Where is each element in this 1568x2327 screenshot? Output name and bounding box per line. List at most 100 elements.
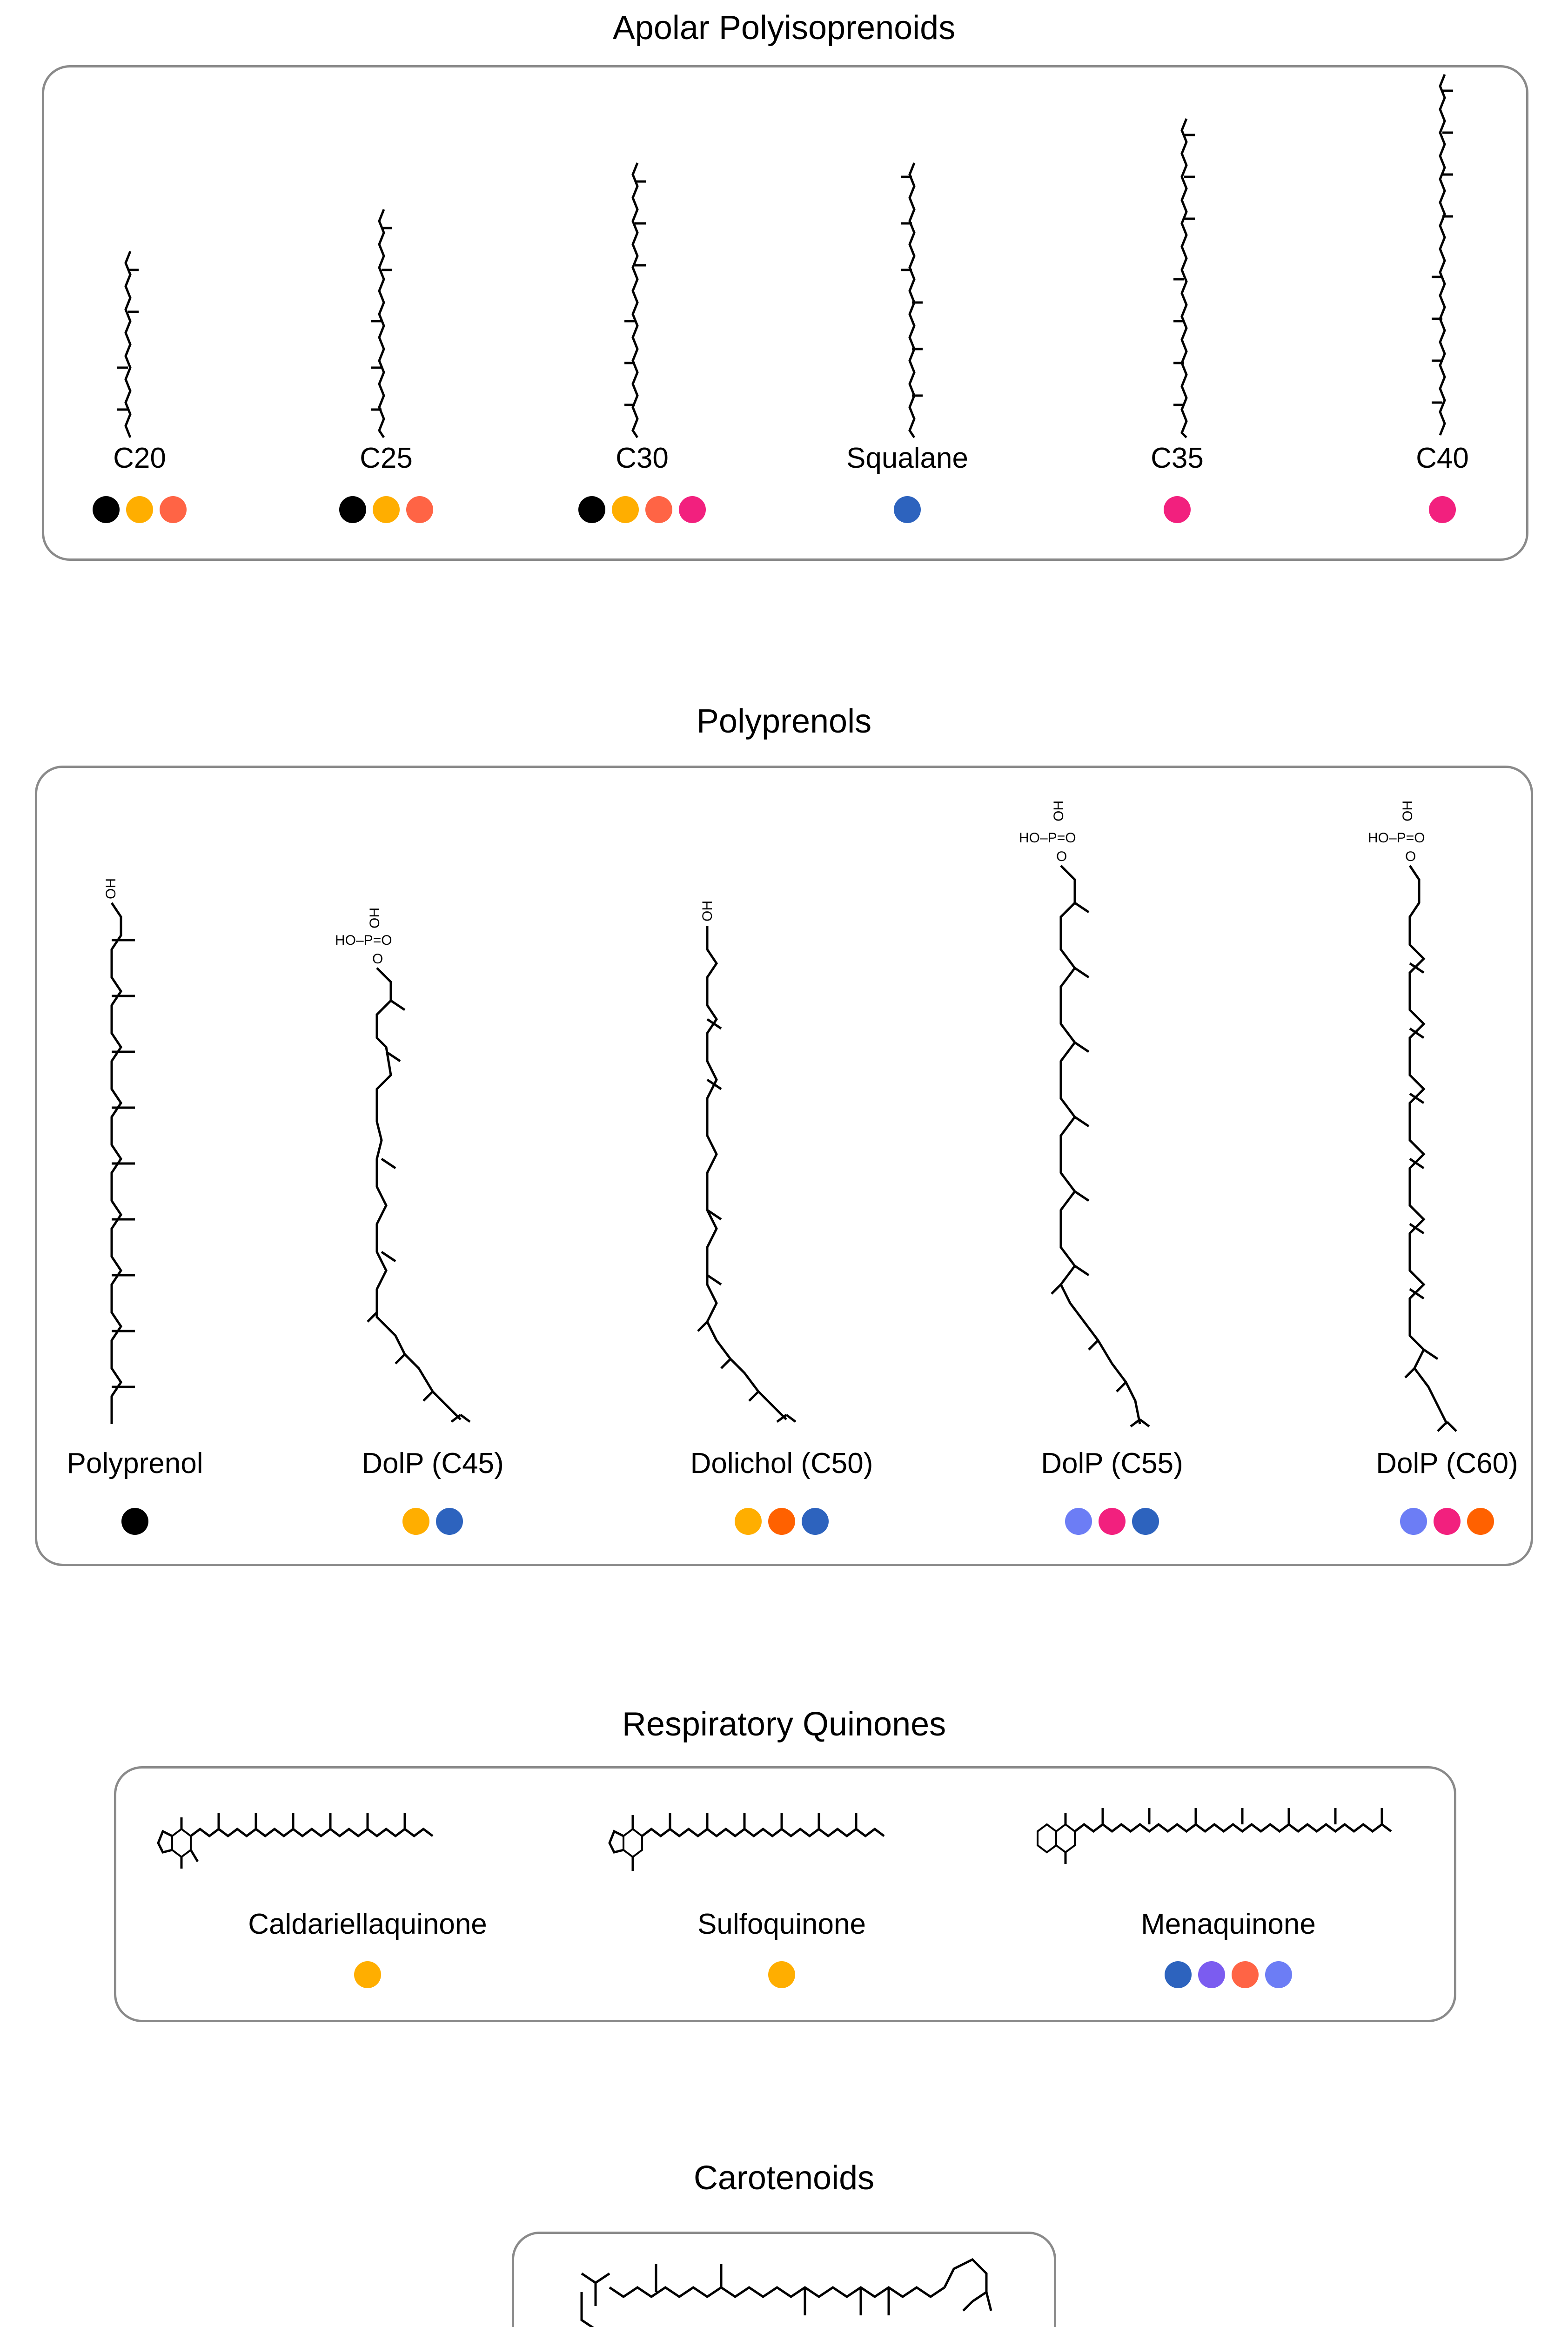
structure-polyprenol: OH bbox=[103, 878, 135, 1424]
svg-text:HO–P=O: HO–P=O bbox=[1019, 830, 1076, 846]
item-c40: C40 bbox=[1373, 442, 1512, 523]
structure-c40 bbox=[1432, 74, 1453, 436]
structure-c30 bbox=[624, 162, 646, 438]
item-label: DolP (C45) bbox=[362, 1447, 504, 1480]
item-label: DolP (C55) bbox=[1041, 1447, 1183, 1480]
structure-c35 bbox=[1173, 118, 1195, 438]
structure-sulfoquinone bbox=[608, 1813, 885, 1871]
dot-thermococcales bbox=[679, 496, 706, 523]
structure-c20 bbox=[117, 251, 139, 438]
order-dots bbox=[572, 496, 712, 523]
dot-thermoplasmalates bbox=[1232, 1961, 1259, 1988]
section-title-polyprenols: Polyprenols bbox=[696, 703, 872, 740]
item-lycopene: Lycopene bbox=[598, 2325, 970, 2327]
item-c25: C25 bbox=[316, 442, 456, 523]
dot-desulfurococcales bbox=[1198, 1961, 1225, 1988]
item-label: Caldariellaquinone bbox=[248, 1908, 487, 1940]
item-sulfoquinone: Sulfoquinone bbox=[596, 1908, 968, 1988]
order-dots bbox=[47, 1508, 223, 1535]
item-dolichol-c50: Dolichol (C50) bbox=[665, 1447, 898, 1535]
structure-menaquinone bbox=[1037, 1808, 1392, 1864]
item-label: Menaquinone bbox=[1141, 1908, 1316, 1940]
dot-sulfolobales bbox=[126, 496, 153, 523]
item-c35: C35 bbox=[1107, 442, 1247, 523]
dot-sulfolobales bbox=[768, 1961, 795, 1988]
dot-thermococcales bbox=[1164, 496, 1191, 523]
item-label: C35 bbox=[1151, 442, 1204, 474]
item-label: Polyprenol bbox=[67, 1447, 203, 1480]
order-dots bbox=[596, 1961, 968, 1988]
order-dots bbox=[1014, 1508, 1210, 1535]
svg-text:OH: OH bbox=[1400, 800, 1415, 821]
svg-text:OH: OH bbox=[1051, 800, 1066, 821]
dot-methanococcales bbox=[93, 496, 120, 523]
dot-thermoproteales bbox=[436, 1508, 463, 1535]
order-dots bbox=[335, 1508, 530, 1535]
svg-text:HO–P=O: HO–P=O bbox=[335, 933, 392, 948]
order-dots bbox=[665, 1508, 898, 1535]
item-menaquinone: Menaquinone bbox=[1042, 1908, 1414, 1988]
item-squalane: Squalane bbox=[838, 442, 977, 523]
structure-dolp-c55: HO–P=O OH O bbox=[1019, 800, 1150, 1427]
item-dolp-c55: DolP (C55) bbox=[1014, 1447, 1210, 1535]
section-title-apolar-polyisoprenoids: Apolar Polyisoprenoids bbox=[612, 9, 956, 47]
dot-sulfolobales bbox=[354, 1961, 381, 1988]
svg-text:HO–P=O: HO–P=O bbox=[1368, 830, 1425, 846]
dot-thermoproteales bbox=[1165, 1961, 1192, 1988]
item-label: Sulfoquinone bbox=[697, 1908, 866, 1940]
dot-archaeoglobales bbox=[1400, 1508, 1427, 1535]
dot-thermococcales bbox=[1429, 496, 1456, 523]
dot-methanococcales bbox=[578, 496, 605, 523]
order-dots bbox=[70, 496, 209, 523]
order-dots bbox=[1373, 496, 1512, 523]
item-label: C40 bbox=[1416, 442, 1469, 474]
polyprenols-panel bbox=[35, 766, 1533, 1566]
dot-archaeoglobales bbox=[1065, 1508, 1092, 1535]
apolar-polyisoprenoids-panel bbox=[42, 65, 1528, 561]
item-c30: C30 bbox=[572, 442, 712, 523]
item-label: Lycopene bbox=[598, 2325, 970, 2327]
order-dots bbox=[316, 496, 456, 523]
order-dots bbox=[1042, 1961, 1414, 1988]
section-title-respiratory-quinones: Respiratory Quinones bbox=[622, 1706, 946, 1743]
dot-thermococcales bbox=[1434, 1508, 1461, 1535]
item-polyprenol: Polyprenol bbox=[47, 1447, 223, 1535]
dot-thermoproteales bbox=[894, 496, 921, 523]
dot-thermoproteales bbox=[1132, 1508, 1159, 1535]
item-label: DolP (C60) bbox=[1376, 1447, 1518, 1480]
svg-text:OH: OH bbox=[700, 901, 715, 921]
dot-archaeoglobales bbox=[1265, 1961, 1292, 1988]
dot-sulfolobales bbox=[612, 496, 639, 523]
svg-text:OH: OH bbox=[367, 908, 382, 928]
order-dots bbox=[838, 496, 977, 523]
dot-thermoplasmalates bbox=[406, 496, 433, 523]
dot-methanococcales bbox=[121, 1508, 148, 1535]
item-label: C20 bbox=[113, 442, 166, 474]
section-title-carotenoids: Carotenoids bbox=[693, 2159, 875, 2197]
dot-haloferacles bbox=[1467, 1508, 1494, 1535]
dot-sulfolobales bbox=[373, 496, 400, 523]
item-dolp-c60: DolP (C60) bbox=[1349, 1447, 1545, 1535]
order-dots bbox=[181, 1961, 554, 1988]
order-dots bbox=[1107, 496, 1247, 523]
dot-thermococcales bbox=[1099, 1508, 1126, 1535]
item-label: Squalane bbox=[846, 442, 969, 474]
dot-methanococcales bbox=[339, 496, 366, 523]
dot-sulfolobales bbox=[402, 1508, 429, 1535]
dot-thermoplasmalates bbox=[645, 496, 672, 523]
svg-text:O: O bbox=[372, 951, 383, 967]
svg-text:O: O bbox=[1056, 849, 1067, 864]
structure-lycopene bbox=[580, 2258, 992, 2327]
item-label: Dolichol (C50) bbox=[690, 1447, 873, 1480]
dot-haloferacles bbox=[768, 1508, 795, 1535]
dot-sulfolobales bbox=[735, 1508, 762, 1535]
structure-dolp-c60: HO–P=O OH O bbox=[1368, 800, 1457, 1432]
order-dots bbox=[1349, 1508, 1545, 1535]
svg-text:O: O bbox=[1405, 849, 1416, 864]
atom-oh: OH bbox=[103, 878, 119, 899]
item-label: C25 bbox=[360, 442, 413, 474]
structure-c25 bbox=[371, 209, 392, 438]
structure-dolichol-c50: OH bbox=[697, 901, 797, 1423]
structure-dolp-c45: HO–P=O OH O bbox=[335, 908, 471, 1423]
item-dolp-c45: DolP (C45) bbox=[335, 1447, 530, 1535]
